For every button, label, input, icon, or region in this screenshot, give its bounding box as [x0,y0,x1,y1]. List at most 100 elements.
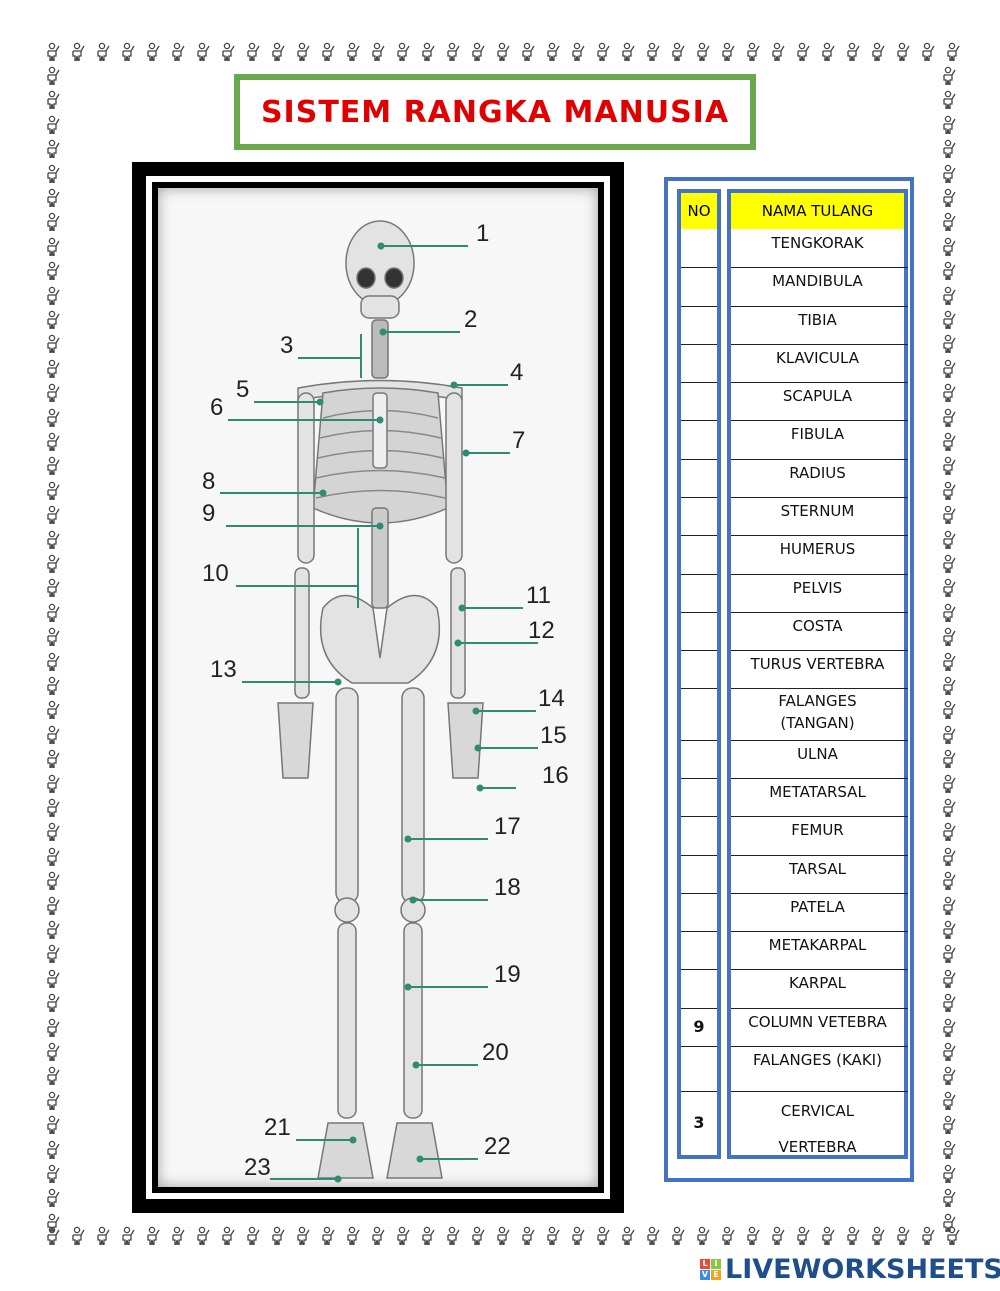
waving-person-icon [940,1213,958,1233]
row-divider [731,855,908,856]
number-input-cell[interactable] [681,612,717,650]
waving-person-icon [44,408,62,428]
waving-person-icon [940,554,958,574]
row-divider [681,497,717,498]
waving-person-icon [94,42,112,62]
number-input-cell[interactable] [681,688,717,740]
number-input-cell[interactable] [681,344,717,382]
waving-person-icon [819,1226,837,1246]
waving-person-icon [44,1091,62,1111]
row-divider [681,1091,717,1092]
number-input-cell[interactable]: 9 [693,1017,705,1036]
waving-person-icon [44,847,62,867]
number-input-cell[interactable] [681,778,717,816]
waving-person-icon [44,456,62,476]
row-divider [731,267,908,268]
number-input-cell[interactable] [681,893,717,931]
waving-person-icon [44,676,62,696]
row-divider [731,816,908,817]
waving-person-icon [119,1226,137,1246]
waving-person-icon [940,359,958,379]
waving-person-icon [144,1226,162,1246]
waving-person-icon [44,603,62,623]
waving-person-icon [44,42,62,62]
waving-person-icon [44,1188,62,1208]
diagram-label: 16 [542,762,569,789]
bone-name-cell: FEMUR [731,819,904,841]
diagram-label: 3 [280,332,294,359]
diagram-label: 12 [528,617,555,644]
number-input-cell[interactable] [681,855,717,893]
number-input-cell[interactable]: 3 [693,1113,705,1132]
waving-person-icon [394,42,412,62]
bone-name-line: RADIUS [789,464,846,482]
row-divider [731,893,908,894]
row-divider [731,612,908,613]
waving-person-icon [940,1115,958,1135]
waving-person-icon [940,66,958,86]
row-divider [731,778,908,779]
waving-person-icon [940,1042,958,1062]
waving-person-icon [44,505,62,525]
waving-person-icon [869,42,887,62]
row-divider [681,306,717,307]
waving-person-icon [594,1226,612,1246]
waving-person-icon [940,188,958,208]
bone-name-line: VERTEBRA [778,1138,857,1156]
number-input-cell[interactable] [681,969,717,1008]
waving-person-icon [369,1226,387,1246]
waving-person-icon [644,42,662,62]
waving-person-icon [44,164,62,184]
waving-person-icon [940,774,958,794]
waving-person-icon [444,1226,462,1246]
waving-person-icon [940,676,958,696]
number-input-cell[interactable] [681,740,717,778]
number-input-cell[interactable] [681,931,717,969]
waving-person-icon [940,920,958,940]
bone-name-cell: METAKARPAL [731,934,904,956]
waving-person-icon [44,383,62,403]
number-input-cell[interactable] [681,650,717,688]
waving-person-icon [194,1226,212,1246]
number-input-cell[interactable] [681,574,717,612]
number-input-cell[interactable] [681,497,717,535]
waving-person-icon [794,42,812,62]
waving-person-icon [419,1226,437,1246]
waving-person-icon [940,408,958,428]
waving-person-icon [669,1226,687,1246]
number-input-cell[interactable] [681,535,717,574]
waving-person-icon [940,115,958,135]
waving-person-icon [44,871,62,891]
waving-person-icon [940,993,958,1013]
diagram-label: 1 [476,220,490,247]
waving-person-icon [44,237,62,257]
waving-person-icon [794,1226,812,1246]
number-input-cell[interactable] [681,459,717,497]
diagram-label: 21 [264,1114,291,1141]
waving-person-icon [44,1115,62,1135]
bone-name-line: TURUS VERTEBRA [750,655,885,673]
number-input-cell[interactable] [681,267,717,306]
waving-person-icon [44,1042,62,1062]
waving-person-icon [169,42,187,62]
waving-person-icon [294,1226,312,1246]
row-divider [681,574,717,575]
number-input-cell[interactable] [681,382,717,420]
waving-person-icon [44,725,62,745]
number-input-cell[interactable] [681,816,717,855]
waving-person-icon [119,42,137,62]
waving-person-icon [944,42,962,62]
number-input-cell[interactable] [681,1046,717,1091]
waving-person-icon [369,42,387,62]
number-input-cell[interactable] [681,229,717,267]
waving-person-icon [940,603,958,623]
waving-person-icon [294,42,312,62]
number-input-cell[interactable] [681,306,717,344]
waving-person-icon [619,42,637,62]
bone-name-line: TENGKORAK [771,234,864,252]
waving-person-icon [44,530,62,550]
number-input-cell[interactable] [681,420,717,459]
waving-person-icon [44,822,62,842]
waving-person-icon [940,725,958,745]
